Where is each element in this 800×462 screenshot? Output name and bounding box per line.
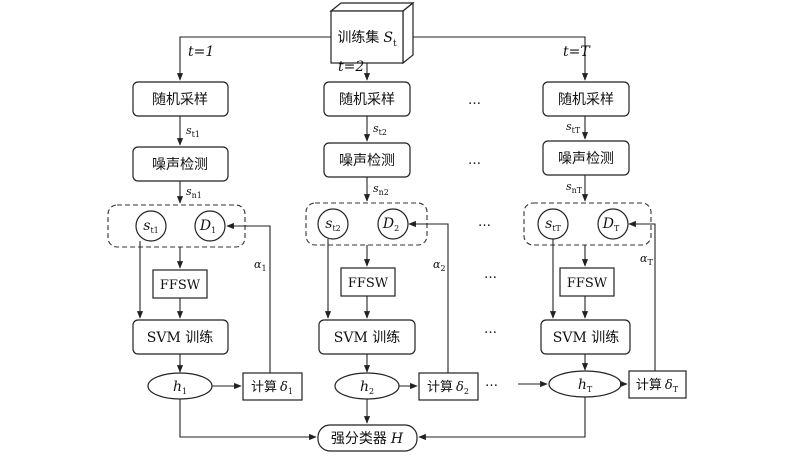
- svm-label-2: SVM 训练: [334, 330, 401, 346]
- ellipsis-markers: … … … … … …: [468, 93, 498, 390]
- ffsw-box-1: [152, 269, 208, 299]
- svg-text:st2: st2: [325, 216, 341, 233]
- noise-var-2: sn2: [373, 182, 389, 197]
- sample-circle-2: [317, 208, 349, 240]
- ffsw-box-3: [559, 267, 615, 297]
- svg-text:D1: D1: [199, 218, 216, 235]
- ellipsis-6: …: [485, 375, 498, 390]
- noise-detection-label-2: 噪声检测: [339, 153, 395, 169]
- sample-var-2: st2: [373, 122, 387, 137]
- branch-label-1: t=1: [188, 44, 214, 60]
- random-sampling-label-3: 随机采样: [558, 92, 614, 108]
- ellipsis-3: …: [478, 215, 491, 230]
- noise-detection-box-3: [542, 140, 630, 176]
- noise-detection-label-1: 噪声检测: [152, 157, 208, 173]
- svg-text:st1: st1: [143, 218, 159, 235]
- random-sampling-box-3: [542, 81, 630, 117]
- sample-var-3: stT: [566, 120, 581, 135]
- ffsw-box-2: [340, 267, 396, 297]
- random-sampling-label-1: 随机采样: [152, 92, 208, 108]
- branch-line-1: [176, 36, 331, 81]
- svg-text:hT: hT: [578, 377, 593, 394]
- svm-label-3: SVM 训练: [553, 330, 620, 346]
- calc-box-1: [242, 372, 303, 401]
- alpha-var-1: α1: [254, 258, 267, 273]
- alpha-feedback-2: [408, 220, 449, 373]
- training-set-symbol: S: [383, 30, 393, 46]
- svg-text:h1: h1: [173, 379, 187, 396]
- svg-text:stT: stT: [545, 216, 561, 233]
- ffsw-label-3: FFSW: [567, 276, 608, 291]
- training-set-sub: t: [393, 39, 397, 49]
- calc-box-3: [628, 370, 687, 399]
- ellipsis-2: …: [468, 153, 481, 168]
- noise-detection-label-3: 噪声检测: [558, 151, 614, 167]
- random-sampling-label-2: 随机采样: [339, 92, 395, 108]
- alpha-var-2: α2: [433, 258, 446, 273]
- column-2: 随机采样 st2 噪声检测 sn2 st2 D2 FFSW SVM 训练 h2 …: [305, 81, 479, 401]
- branch-label-2: t=2: [338, 59, 364, 75]
- ellipsis-4: …: [484, 267, 497, 282]
- dataset-circle-1: [194, 210, 226, 242]
- alpha-var-3: αT: [640, 252, 653, 267]
- arrow-hT-strong: [418, 397, 586, 441]
- noise-var-1: sn1: [186, 185, 202, 200]
- svg-text:D2: D2: [382, 216, 399, 233]
- ffsw-label-1: FFSW: [160, 278, 201, 293]
- column-1: 随机采样 st1 噪声检测 sn1 st1 D1 FFSW SVM 训练 h1 …: [107, 81, 303, 401]
- ellipsis-5: …: [484, 322, 497, 337]
- ellipsis-1: …: [468, 93, 481, 108]
- column-3: 随机采样 stT 噪声检测 snT stT DT FFSW SVM 训练 hT …: [518, 81, 687, 399]
- alpha-feedback-3: [628, 220, 656, 371]
- arrow-h1-strong: [179, 399, 317, 441]
- svg-text:DT: DT: [602, 216, 620, 233]
- branch-label-3: t=T: [563, 44, 591, 60]
- dashed-group-3: [523, 202, 652, 246]
- dataset-circle-3: [597, 208, 629, 240]
- training-set-label: 训练集: [337, 29, 379, 46]
- ffsw-label-2: FFSW: [348, 276, 389, 291]
- noise-var-3: snT: [566, 180, 583, 195]
- svg-text:h2: h2: [360, 379, 374, 396]
- dataset-circle-2: [377, 208, 409, 240]
- branch-line-3: [413, 36, 589, 81]
- sample-var-1: st1: [186, 124, 200, 139]
- alpha-feedback-1: [226, 222, 271, 373]
- svm-label-1: SVM 训练: [147, 330, 214, 346]
- strong-classifier-box: [317, 424, 418, 452]
- sample-circle-1: [135, 210, 167, 242]
